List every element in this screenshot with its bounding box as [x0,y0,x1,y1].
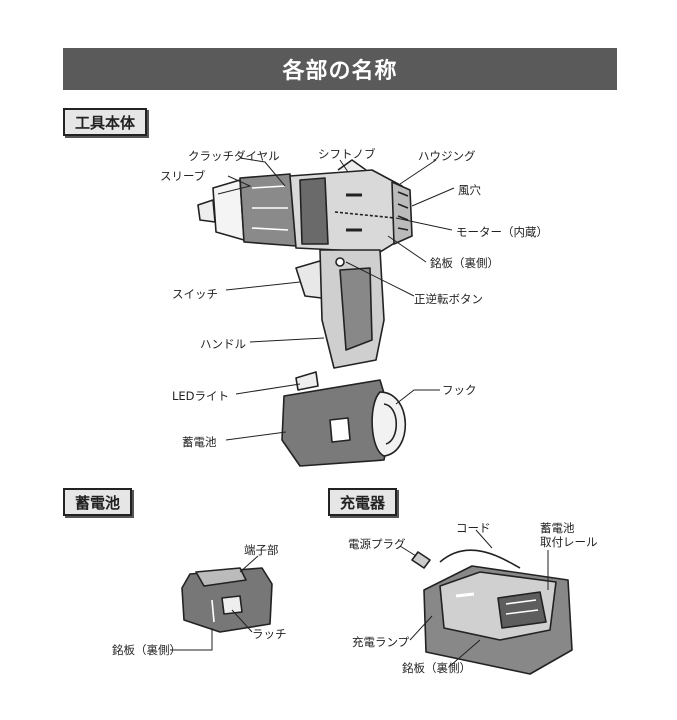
label-motor: モーター（内蔵） [456,224,548,240]
label-housing: ハウジング [418,148,476,164]
label-handle: ハンドル [200,336,246,352]
battery-illustration [182,568,272,632]
label-charger-nameplate: 銘板（裏側） [402,660,471,676]
label-hook: フック [442,382,477,398]
label-shift-knob: シフトノブ [318,146,376,162]
label-battery-nameplate: 銘板（裏側） [112,642,181,658]
label-vent: 風穴 [458,182,481,198]
label-cord: コード [456,520,491,536]
label-power-plug: 電源プラグ [348,536,406,552]
label-drill-battery: 蓄電池 [182,434,217,450]
label-terminal: 端子部 [244,542,279,558]
label-rail-line2: 取付レール [540,534,598,550]
label-switch: スイッチ [172,286,218,302]
label-clutch-dial: クラッチダイヤル [188,148,280,164]
label-reverse-button: 正逆転ボタン [414,291,483,307]
label-led-light: LEDライト [172,388,229,404]
drill-illustration [198,160,412,466]
label-nameplate-back: 銘板（裏側） [430,255,499,271]
label-charge-lamp: 充電ランプ [352,634,409,650]
label-latch: ラッチ [252,626,287,642]
label-sleeve: スリーブ [160,168,205,184]
